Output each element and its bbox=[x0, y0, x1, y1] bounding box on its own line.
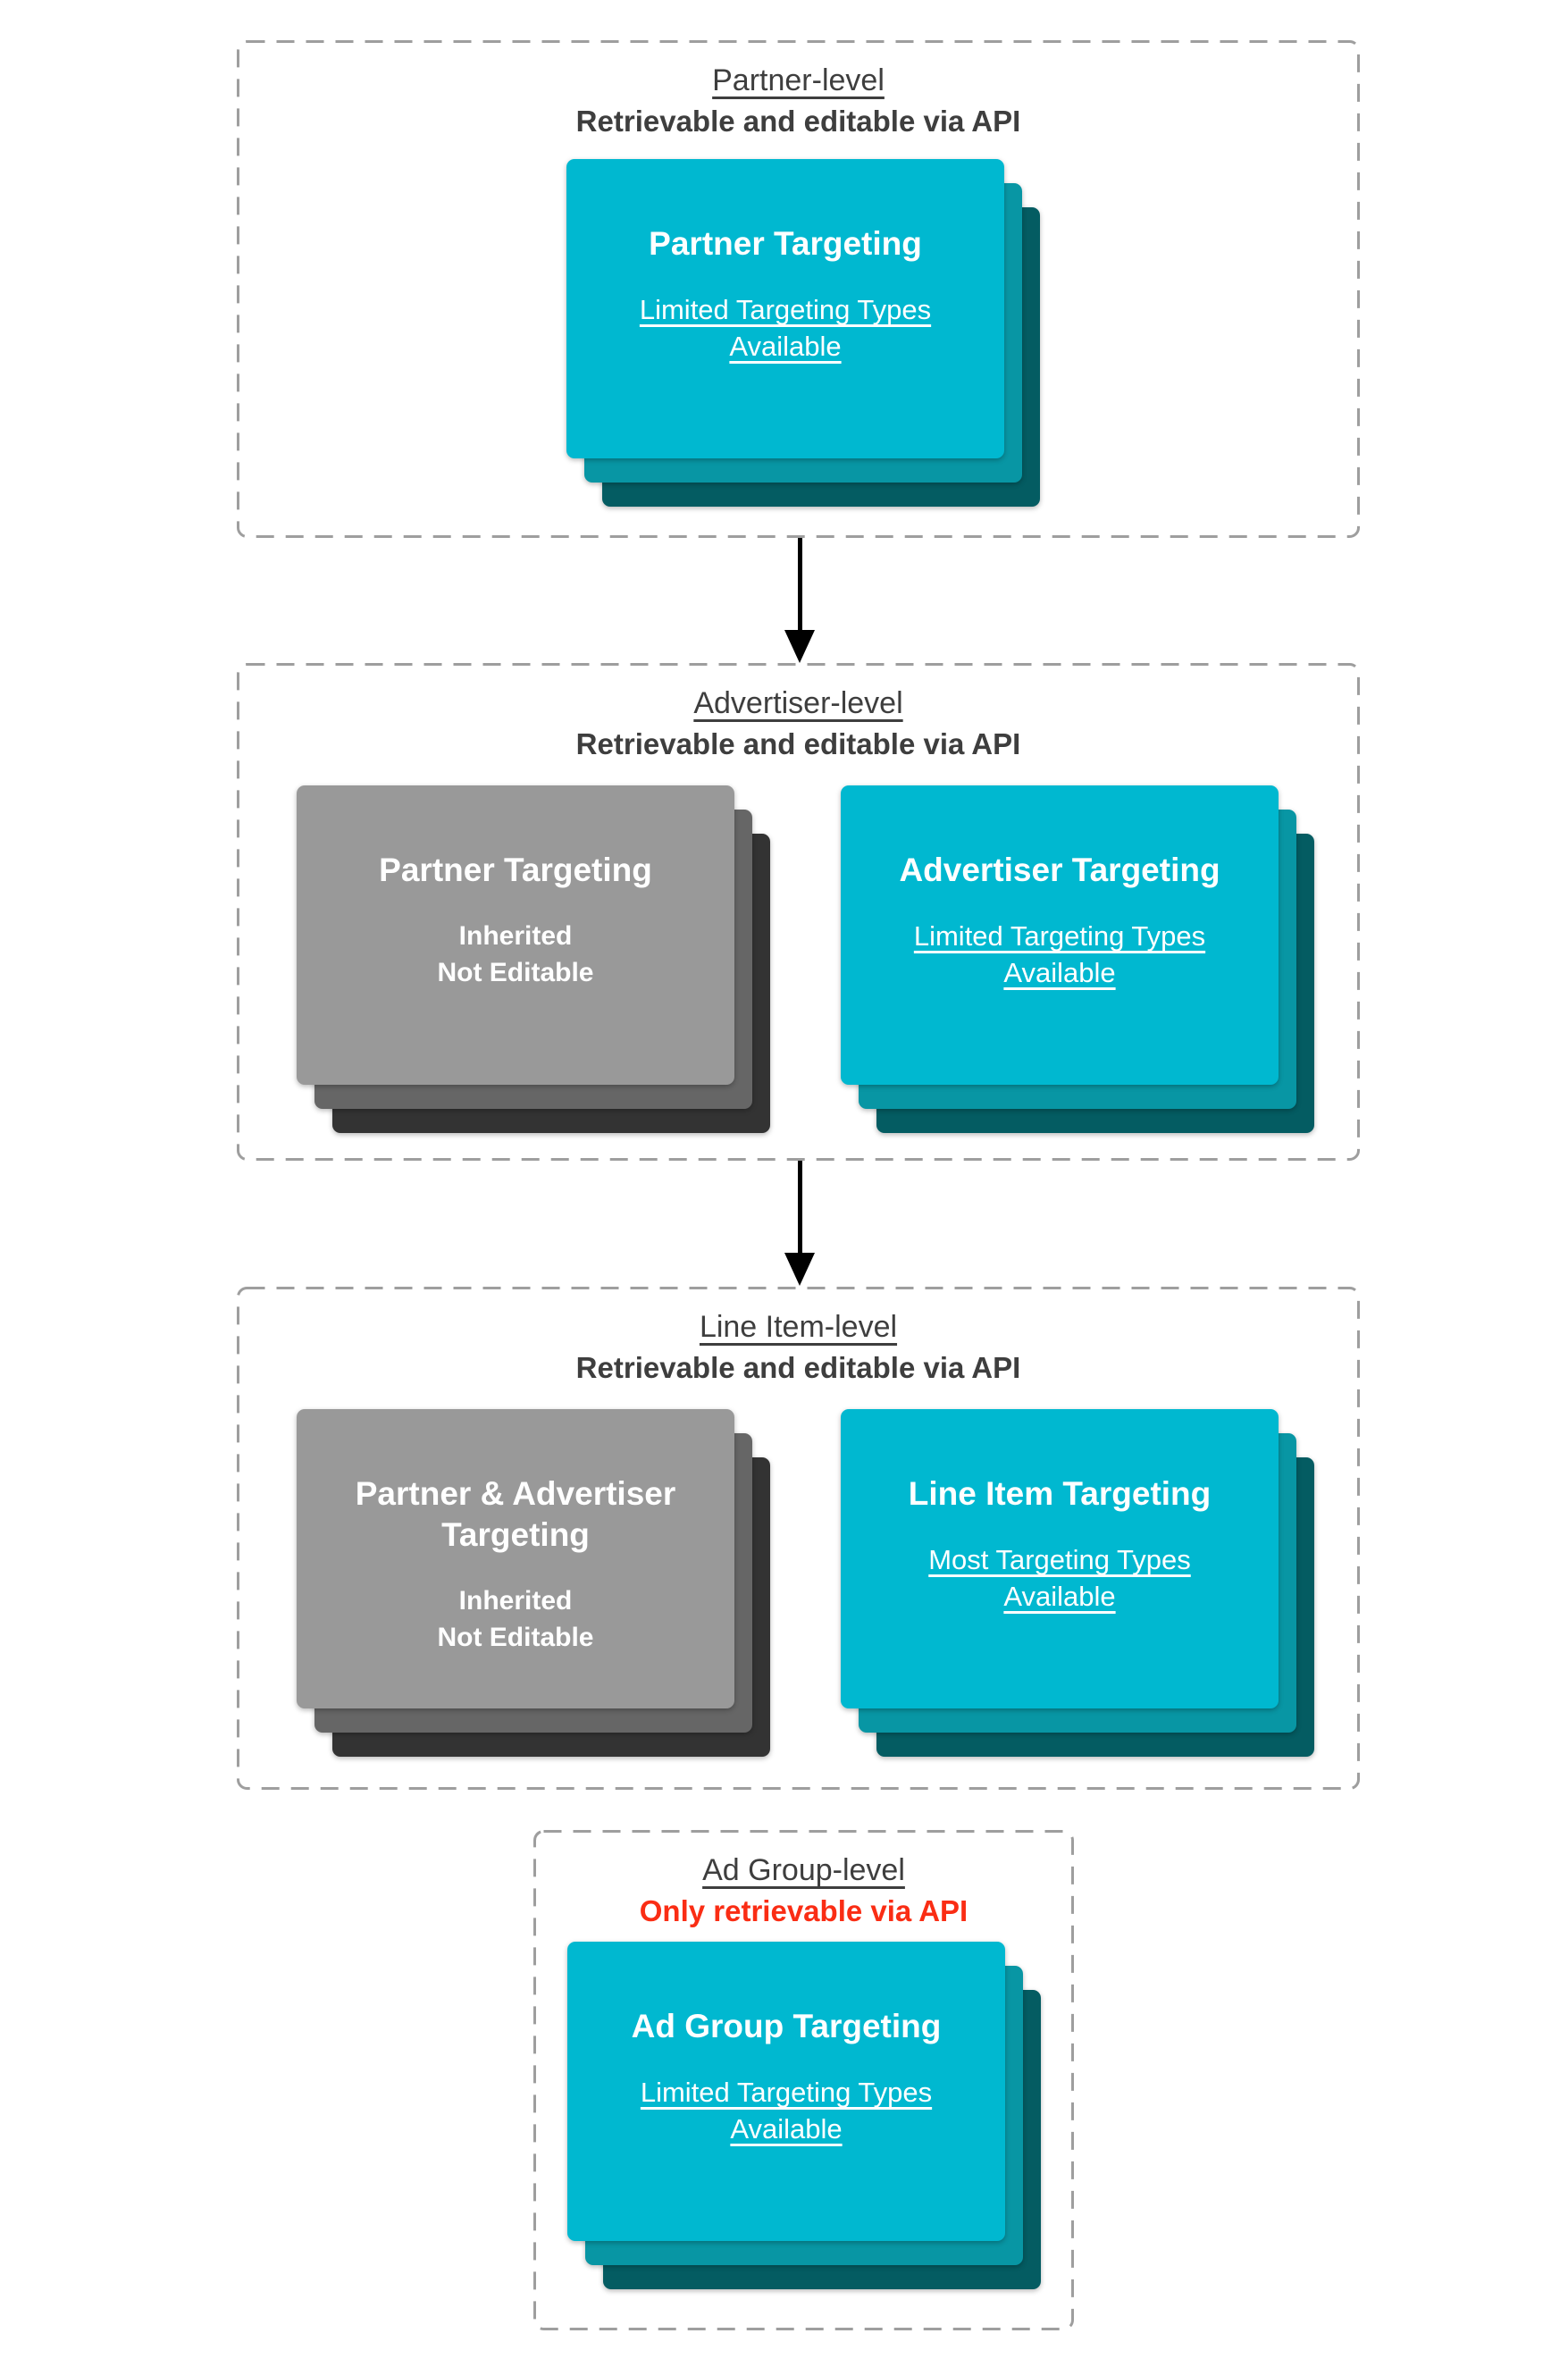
card-stack: Line Item Targeting Most Targeting Types… bbox=[841, 1409, 1350, 1784]
advertiser-targeting-card: Advertiser Targeting Limited Targeting T… bbox=[841, 785, 1279, 1085]
arrow-line bbox=[797, 538, 802, 630]
card-title: Partner & Advertiser Targeting bbox=[355, 1475, 676, 1553]
partner-targeting-card: Partner Targeting Limited Targeting Type… bbox=[566, 159, 1004, 458]
card-body: Inherited Not Editable bbox=[437, 1586, 594, 1652]
card-body: Limited Targeting Types Available bbox=[913, 920, 1206, 988]
card-title: Ad Group Targeting bbox=[631, 2008, 942, 2044]
card-stack: Partner Targeting Inherited Not Editable bbox=[297, 785, 806, 1161]
card-title: Advertiser Targeting bbox=[899, 852, 1220, 888]
card-title: Partner Targeting bbox=[379, 852, 652, 888]
arrow-line bbox=[797, 1161, 802, 1253]
section-title: Partner-level bbox=[712, 63, 885, 97]
arrow-head bbox=[784, 630, 815, 663]
card-body: Limited Targeting Types Available bbox=[639, 294, 932, 362]
down-arrow-icon bbox=[784, 1161, 815, 1286]
card-body: Most Targeting Types Available bbox=[928, 1544, 1191, 1612]
arrow-head bbox=[784, 1253, 815, 1286]
ad-group-targeting-card: Ad Group Targeting Limited Targeting Typ… bbox=[567, 1942, 1005, 2241]
section-title: Line Item-level bbox=[699, 1310, 898, 1344]
card-body: Limited Targeting Types Available bbox=[640, 2077, 933, 2145]
partner-targeting-inherited-card: Partner Targeting Inherited Not Editable bbox=[297, 785, 734, 1085]
section-title: Ad Group-level bbox=[702, 1853, 905, 1887]
partner-level-section: Partner-level Retrievable and editable v… bbox=[237, 40, 1360, 538]
card-stack: Partner & Advertiser Targeting Inherited… bbox=[297, 1409, 806, 1784]
line-item-targeting-card: Line Item Targeting Most Targeting Types… bbox=[841, 1409, 1279, 1708]
section-subtitle: Retrievable and editable via API bbox=[575, 727, 1021, 760]
section-title: Advertiser-level bbox=[693, 686, 903, 720]
line-item-level-section: Line Item-level Retrievable and editable… bbox=[237, 1287, 1360, 1790]
card-title: Partner Targeting bbox=[649, 225, 922, 262]
card-title: Line Item Targeting bbox=[908, 1475, 1212, 1512]
section-subtitle: Retrievable and editable via API bbox=[575, 1351, 1021, 1384]
section-subtitle: Only retrievable via API bbox=[639, 1894, 968, 1927]
ad-group-level-section: Ad Group-level Only retrievable via API … bbox=[533, 1830, 1074, 2330]
card-stack: Advertiser Targeting Limited Targeting T… bbox=[841, 785, 1350, 1161]
partner-advertiser-targeting-inherited-card: Partner & Advertiser Targeting Inherited… bbox=[297, 1409, 734, 1708]
card-body: Inherited Not Editable bbox=[437, 921, 594, 987]
card-stack: Partner Targeting Limited Targeting Type… bbox=[566, 159, 1076, 534]
advertiser-level-section: Advertiser-level Retrievable and editabl… bbox=[237, 663, 1360, 1161]
section-subtitle: Retrievable and editable via API bbox=[575, 105, 1021, 138]
down-arrow-icon bbox=[784, 538, 815, 663]
card-stack: Ad Group Targeting Limited Targeting Typ… bbox=[567, 1942, 1077, 2317]
